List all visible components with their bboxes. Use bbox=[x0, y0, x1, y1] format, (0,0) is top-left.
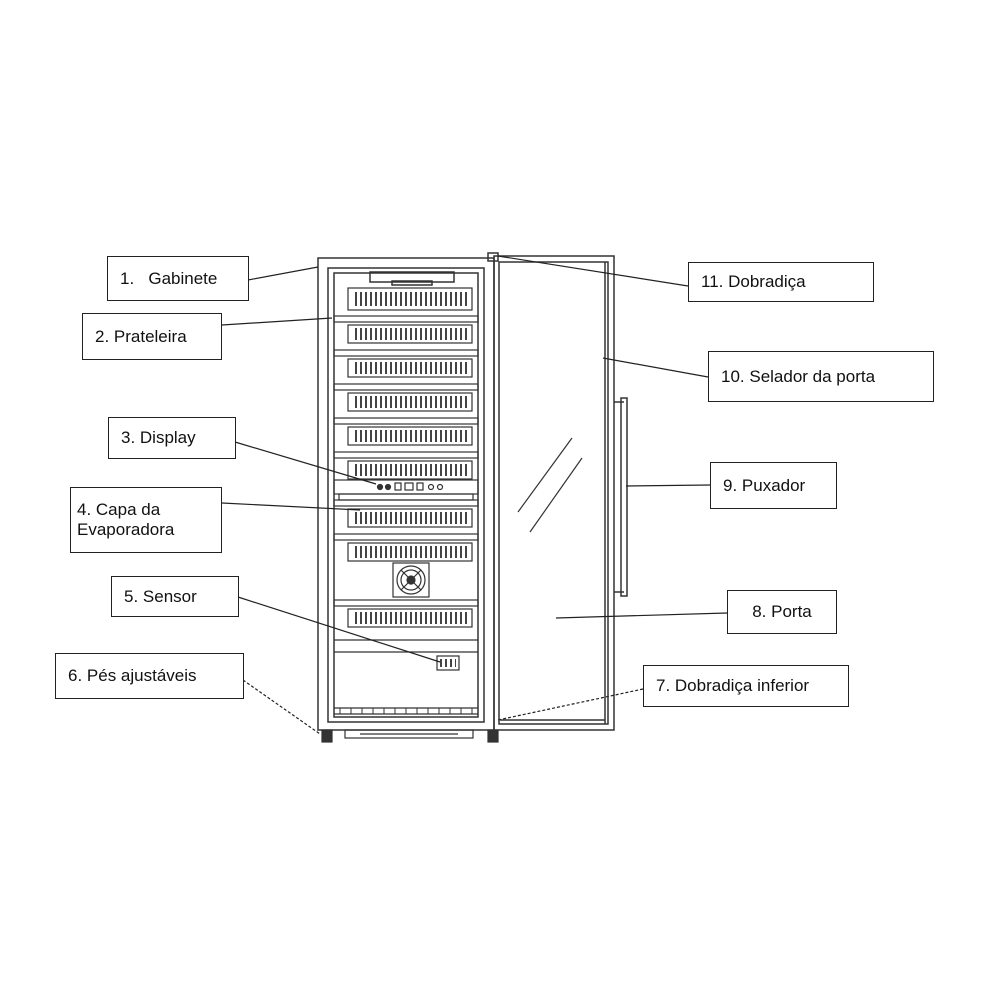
label-sensor: 5. Sensor bbox=[111, 576, 239, 617]
shelf bbox=[333, 533, 479, 562]
leader-lines bbox=[221, 255, 728, 735]
label-gabinete: 1. Gabinete bbox=[107, 256, 249, 301]
label-puxador: 9. Puxador bbox=[710, 462, 837, 509]
glass-reflection bbox=[517, 437, 583, 533]
label-selador-text: 10. Selador da porta bbox=[721, 366, 876, 386]
shelf bbox=[333, 451, 479, 480]
shelf bbox=[333, 499, 479, 528]
label-porta-text: 8. Porta bbox=[752, 602, 812, 621]
label-prateleira: 2. Prateleira bbox=[82, 313, 222, 360]
label-capa-line2: Evaporadora bbox=[77, 520, 175, 539]
bottom-rack bbox=[339, 708, 473, 714]
label-pes-ajustaveis: 6. Pés ajustáveis bbox=[55, 653, 244, 699]
label-sensor-text: 5. Sensor bbox=[124, 586, 197, 606]
label-dobradica-text: 11. Dobradiça bbox=[701, 272, 806, 291]
shelf bbox=[333, 417, 479, 446]
label-dobradica-inferior: 7. Dobradiça inferior bbox=[643, 665, 849, 707]
label-pes-text: 6. Pés ajustáveis bbox=[68, 666, 197, 685]
shelves bbox=[333, 315, 479, 628]
door bbox=[487, 252, 615, 731]
label-display: 3. Display bbox=[108, 417, 236, 459]
label-gabinete-text: 1. Gabinete bbox=[120, 268, 218, 288]
display-panel bbox=[333, 479, 479, 501]
shelf bbox=[333, 599, 479, 628]
label-capa-evaporadora: 4. Capa da Evaporadora bbox=[70, 487, 222, 553]
label-dobradica: 11. Dobradiça bbox=[688, 262, 874, 302]
top-vent bbox=[347, 287, 473, 311]
label-capa-line1: 4. Capa da bbox=[77, 500, 161, 519]
fan bbox=[392, 562, 430, 598]
label-puxador-text: 9. Puxador bbox=[723, 475, 806, 495]
shelf bbox=[333, 349, 479, 378]
label-selador-porta: 10. Selador da porta bbox=[708, 351, 934, 402]
handle bbox=[614, 397, 628, 597]
label-porta: 8. Porta bbox=[727, 590, 837, 634]
label-dobradica-inferior-text: 7. Dobradiça inferior bbox=[656, 676, 810, 695]
base bbox=[321, 729, 499, 743]
shelf bbox=[333, 315, 479, 344]
label-display-text: 3. Display bbox=[121, 428, 196, 447]
label-prateleira-text: 2. Prateleira bbox=[95, 326, 187, 346]
shelf bbox=[333, 383, 479, 412]
